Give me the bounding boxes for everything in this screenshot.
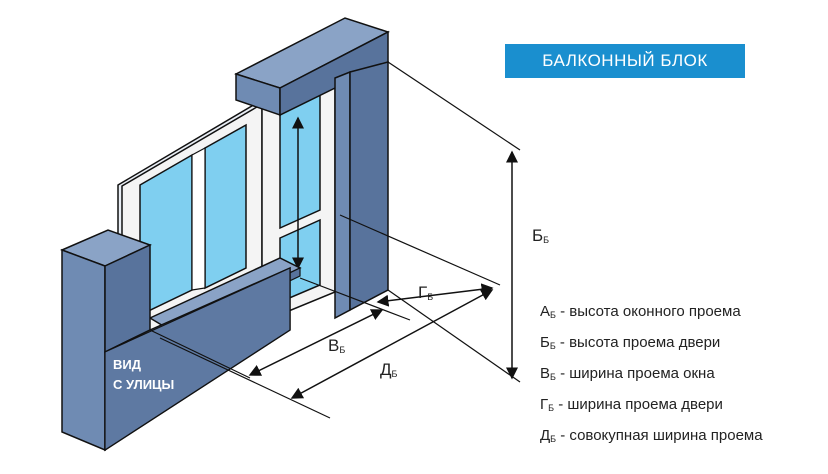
dim-v-label: ВБ xyxy=(328,336,346,355)
window-glass-right xyxy=(204,123,247,290)
ext-top xyxy=(387,61,521,151)
dim-d-label: ДБ xyxy=(380,360,398,379)
ext-wall-left xyxy=(149,329,251,379)
street-view-label: ВИД С УЛИЦЫ xyxy=(113,355,174,395)
legend-row-d: ДБ - совокупная ширина проема xyxy=(540,427,763,444)
window-mullion xyxy=(191,146,206,291)
title-badge: БАЛКОННЫЙ БЛОК xyxy=(505,44,745,78)
dim-d-arrow xyxy=(290,289,494,399)
dim-g-label: ГБ xyxy=(418,283,434,302)
legend-row-b: ББ - высота проема двери xyxy=(540,334,721,351)
legend: АБ - высота оконного проема ББ - высота … xyxy=(540,298,763,453)
legend-row-v: ВБ - ширина проема окна xyxy=(540,365,715,382)
dim-b-label: ББ xyxy=(532,226,550,245)
title-text: БАЛКОННЫЙ БЛОК xyxy=(542,51,708,70)
legend-row-g: ГБ - ширина проема двери xyxy=(540,396,723,413)
right-pier-front xyxy=(334,70,351,320)
street-label-line1: ВИД xyxy=(113,357,141,372)
right-pier-side xyxy=(349,61,389,312)
wall-pillar-front xyxy=(61,248,106,452)
legend-row-a: АБ - высота оконного проема xyxy=(540,303,741,320)
street-label-line2: С УЛИЦЫ xyxy=(113,377,175,392)
ext-door-right xyxy=(339,214,501,286)
ext-window-left xyxy=(159,337,331,419)
